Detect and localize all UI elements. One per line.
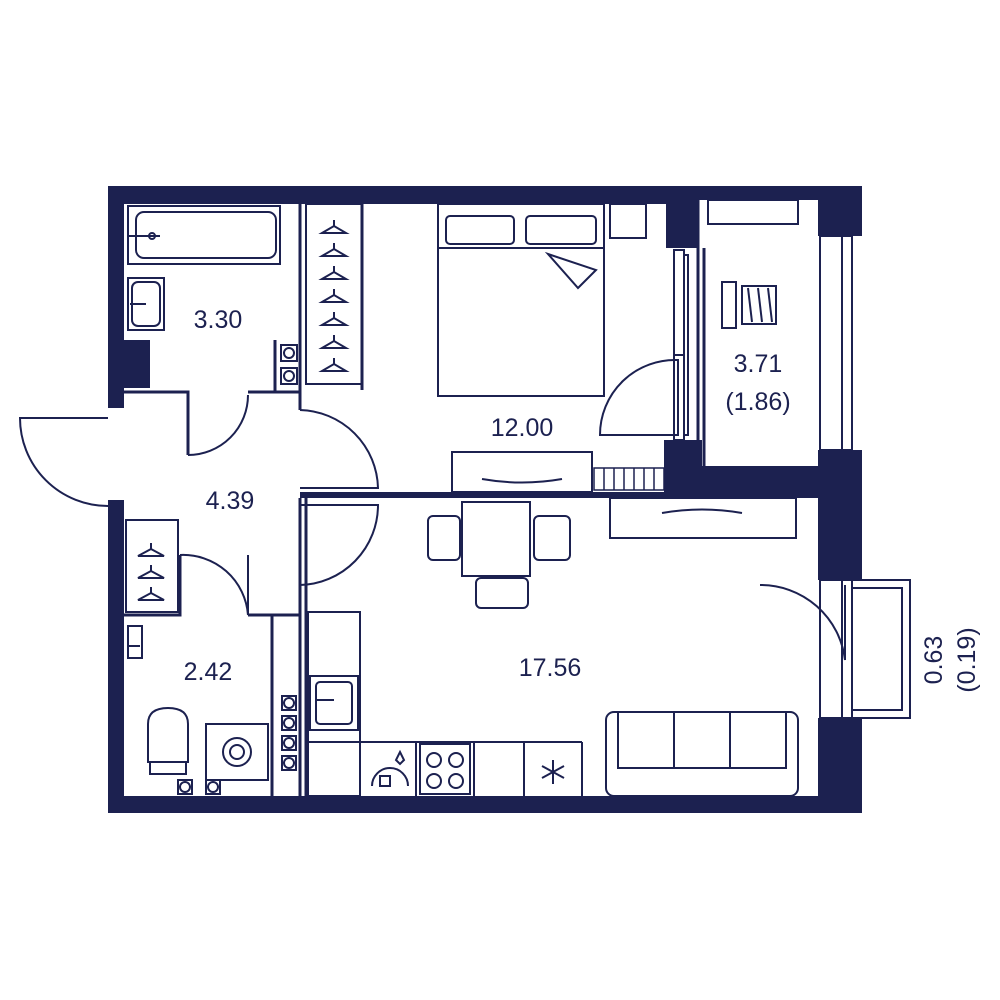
washer-stack-icon: [280, 344, 298, 385]
washing-machine-icon: [205, 723, 269, 781]
door-swing-icon: [18, 417, 109, 507]
dining-table-icon: [427, 501, 571, 609]
balcony-reduced-area-label: (0.19): [953, 627, 981, 692]
balcony-area-label: 0.63: [920, 636, 948, 685]
pipes: [177, 695, 297, 795]
bathtub-icon: [127, 205, 281, 265]
kitchen-sink-icon: [309, 675, 359, 731]
door-swing-icon: [179, 553, 249, 616]
door-swing-icon: [299, 409, 380, 489]
windows: [673, 235, 911, 719]
bedroom-area-label: 12.00: [491, 414, 554, 442]
dryer-rack-icon: [721, 281, 777, 329]
radiator: [593, 467, 665, 491]
bedroom-dresser: [451, 451, 593, 493]
stove-icon: [419, 743, 471, 795]
living-cabinet: [609, 497, 797, 539]
door-swing-icon: [759, 583, 846, 661]
sink-icon: [127, 277, 165, 331]
wardrobe-hanger-icon: [318, 220, 350, 372]
bedroom-wardrobe: [305, 203, 363, 385]
kitchen-counter: [307, 611, 583, 797]
dishwasher-icon: [371, 749, 409, 787]
fridge-icon: [541, 760, 565, 784]
living-area-label: 17.56: [519, 654, 582, 682]
toilet-icon: [147, 706, 189, 775]
hall-wardrobe: [125, 519, 179, 613]
toilet-area-label: 2.42: [184, 658, 233, 686]
door-swing-icon: [299, 504, 380, 586]
door-swing-icon: [598, 358, 679, 436]
door-swing-icon: [187, 394, 249, 456]
hallway-area-label: 4.39: [206, 487, 255, 515]
walls: [108, 186, 862, 813]
loggia-reduced-area-label: (1.86): [725, 388, 790, 416]
loggia-bench: [707, 199, 799, 225]
loggia-area-label: 3.71: [734, 350, 783, 378]
double-bed-icon: [437, 203, 605, 397]
wardrobe-hanger-icon: [137, 543, 165, 601]
bathroom-area-label: 3.30: [194, 306, 243, 334]
nightstand: [609, 203, 647, 239]
sofa-icon: [605, 711, 799, 797]
toilet-sink-icon: [127, 625, 143, 659]
